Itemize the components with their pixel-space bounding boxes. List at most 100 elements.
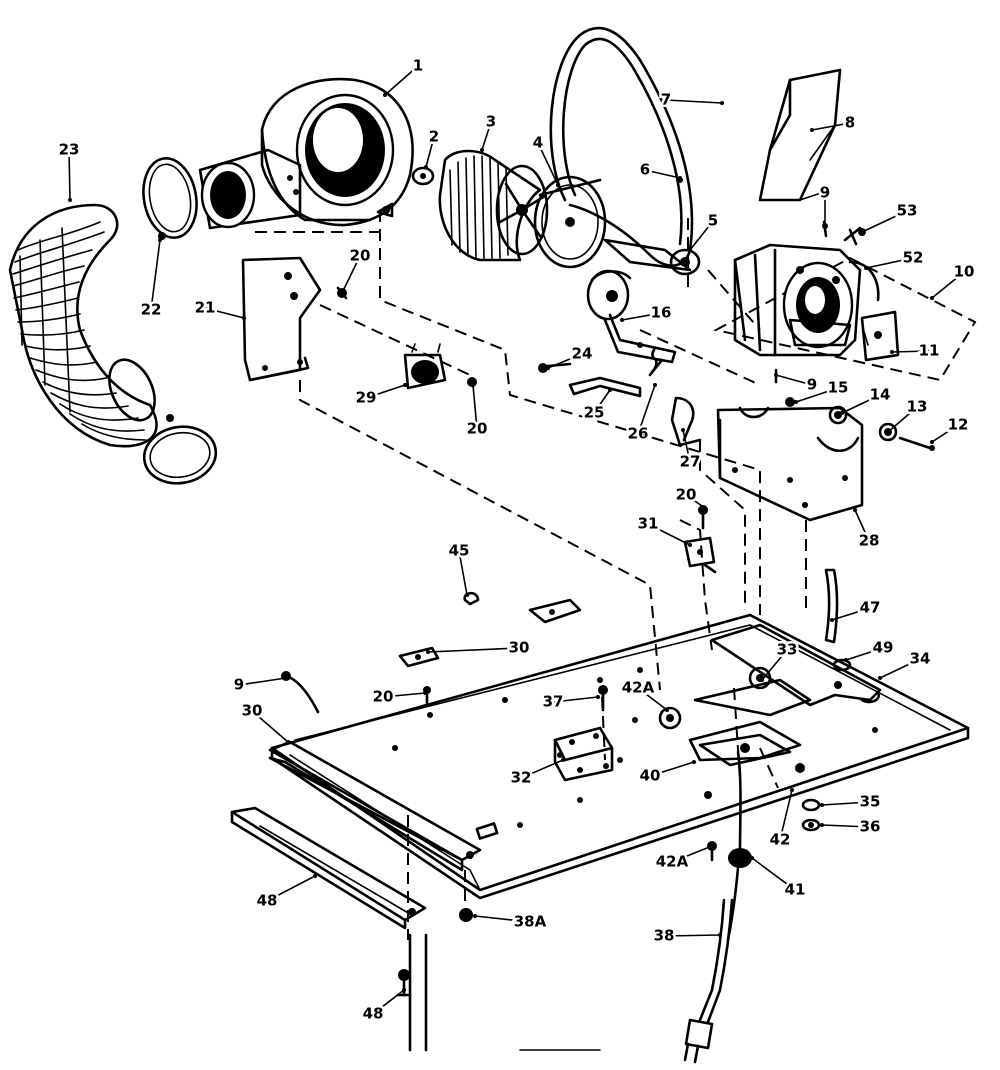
leader-line-42A-1 [637,687,668,711]
part-label-halo-9a: 9 [820,184,830,202]
part-label-halo-42A-1: 42A [622,679,655,697]
leader-dot-32 [561,758,565,762]
part-label-1: 1 [413,57,423,75]
part-label-halo-10: 10 [954,263,975,281]
part-label-halo-13: 13 [907,398,928,416]
part-label-35: 35 [860,793,881,811]
leader-dot-30a [426,650,430,654]
blower-wheel [438,149,549,262]
leader-dot-9c [284,676,288,680]
leader-line-20a [341,255,361,294]
leader-line-7 [665,99,723,104]
power-cord [683,750,752,1064]
part-label-48b: 48 [363,1005,384,1023]
leader-dot-36 [820,823,824,827]
leader-dot-21 [242,316,246,320]
leader-dot-42A-2 [710,844,714,848]
leader-line-20d [382,692,426,698]
leader-line-30a [427,647,520,653]
leader-line-23 [68,149,71,201]
leader-dot-1 [383,93,387,97]
part-label-4: 4 [533,134,543,152]
part-label-47: 47 [860,599,881,617]
leader-dot-3 [480,148,484,152]
leader-dot-34 [878,676,882,680]
part-label-halo-31: 31 [638,515,659,533]
leader-line-35 [821,801,871,806]
part-label-halo-41: 41 [785,881,806,899]
nut [411,166,435,186]
leader-dot-14 [840,411,844,415]
feet [396,908,473,997]
part-label-halo-32: 32 [511,769,532,787]
leader-line-31 [647,523,691,546]
bottom-lines [408,933,601,1052]
part-label-halo-48a: 48 [257,892,278,910]
part-label-27: 27 [680,453,701,471]
leader-line-42A-2 [671,845,713,863]
part-label-halo-9c: 9 [234,676,244,694]
motor-mount-bracket [716,406,864,522]
part-label-halo-34: 34 [910,650,931,668]
part-label-29: 29 [356,389,377,407]
part-label-20b: 20 [467,420,488,438]
blower-bracket [241,256,322,382]
leader-line-28 [854,509,870,542]
part-label-halo-28: 28 [859,532,880,550]
part-label-7: 7 [661,91,671,109]
leader-line-2 [425,136,435,168]
part-label-10: 10 [954,263,975,281]
part-label-5: 5 [708,212,718,230]
part-label-halo-20d: 20 [373,688,394,706]
leader-line-41 [751,857,796,891]
part-label-12: 12 [948,416,969,434]
part-label-49: 49 [873,639,894,657]
leader-line-48a [266,875,316,902]
part-label-halo-1: 1 [413,57,423,75]
part-label-halo-12: 12 [948,416,969,434]
leader-dot-48b [402,988,406,992]
part-label-halo-2: 2 [429,128,439,146]
part-label-halo-30b: 30 [242,702,263,720]
part-labels: 1122334455667788999999101011111212131314… [56,54,977,1025]
part-label-halo-52: 52 [903,249,924,267]
leader-line-25 [593,389,611,414]
leader-dot-9a [823,223,827,227]
leader-dot-6 [678,176,682,180]
part-label-42A-1: 42A [622,679,655,697]
part-label-34: 34 [910,650,931,668]
leader-dot-5 [688,248,692,252]
idler-springs [538,348,702,447]
leader-line-9c [238,677,287,686]
leader-line-30b [251,710,289,743]
part-label-halo-42: 42 [770,831,791,849]
leader-dot-48a [313,874,317,878]
leader-dot-37 [596,695,600,699]
leader-dot-35 [820,803,824,807]
leader-line-27 [682,429,691,463]
leader-line-5 [689,220,714,251]
leader-line-9b [775,374,813,386]
leader-line-34 [879,658,921,679]
part-label-halo-24: 24 [572,345,593,363]
leader-line-37 [552,696,599,703]
leader-dot-4 [556,183,560,187]
leader-dot-29 [403,383,407,387]
leader-dot-31 [688,543,692,547]
part-label-halo-26: 26 [628,425,649,443]
part-label-53: 53 [897,202,918,220]
leader-dot-13 [886,430,890,434]
part-label-halo-38A: 38A [514,913,547,931]
leader-line-29 [365,384,406,399]
part-label-halo-47: 47 [860,599,881,617]
idler-arm [586,269,677,364]
cover-bracket [758,68,842,202]
leader-dot-11 [890,350,894,354]
leader-dot-38A [473,914,477,918]
leader-dot-12 [930,440,934,444]
part-label-halo-48b: 48 [363,1005,384,1023]
part-label-3: 3 [486,113,496,131]
part-label-halo-20a: 20 [350,247,371,265]
leader-dot-45 [465,593,469,597]
leader-dot-30b [286,740,290,744]
